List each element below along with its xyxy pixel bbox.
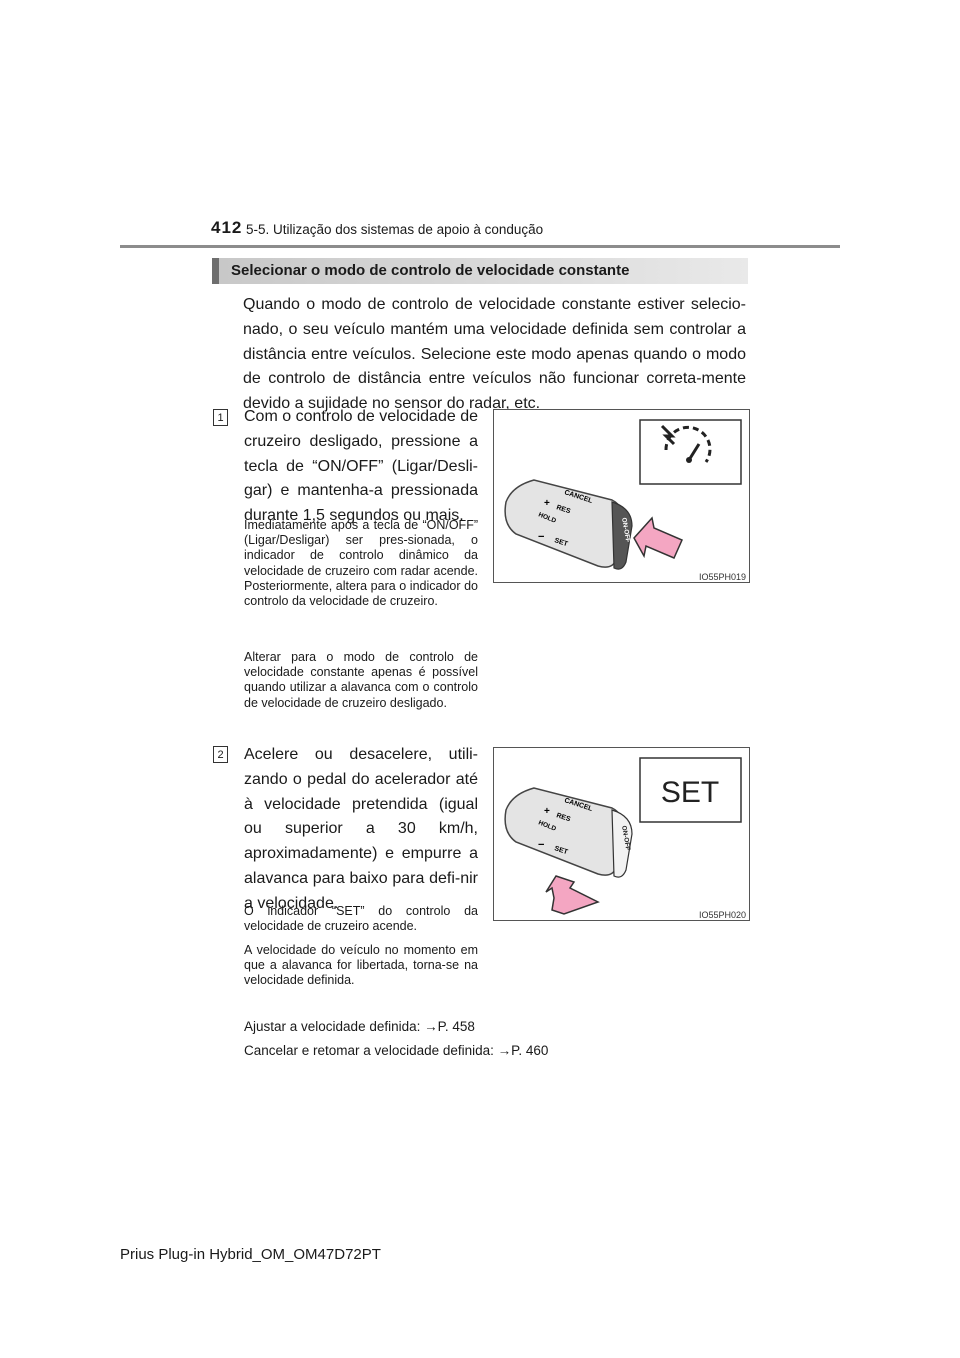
step-number-1: 1 (213, 409, 228, 426)
lever-illustration-1: CANCEL + RES HOLD − SET ON-OFF (504, 419, 742, 570)
step-number-2: 2 (213, 746, 228, 763)
footer-document-id: Prius Plug-in Hybrid_OM_OM47D72PT (120, 1246, 381, 1263)
step-2-note-2: A velocidade do veículo no momento em qu… (244, 943, 478, 988)
push-down-arrow-icon (545, 875, 600, 915)
lever-stalk (504, 479, 633, 570)
set-label: SET (553, 537, 569, 548)
figure-step-2: SET CANCEL + RES HOLD − SET ON-OFF IO55P… (493, 747, 750, 921)
res-label: RES (555, 504, 571, 515)
onoff-label: ON-OFF (620, 517, 631, 543)
lever-illustration-2: SET CANCEL + RES HOLD − SET ON-OFF (504, 757, 742, 915)
press-arrow-icon (633, 516, 683, 559)
section-header: Selecionar o modo de controlo de velocid… (212, 258, 748, 284)
speedometer-icon (660, 424, 712, 463)
figure-step-1: CANCEL + RES HOLD − SET ON-OFF IO55PH019 (493, 409, 750, 583)
intro-paragraph: Quando o modo de controlo de velocidade … (243, 296, 746, 413)
onoff-label: ON-OFF (620, 825, 631, 851)
header-rule (120, 245, 840, 248)
step-2-note-1: O indicador “SET” do controlo da velocid… (244, 904, 478, 934)
set-indicator-text: SET (661, 776, 719, 809)
plus-label: + (544, 498, 550, 509)
step-1-note-1: Imediatamente após a tecla de “ON/OFF” (… (244, 518, 478, 609)
section-title: Selecionar o modo de controlo de velocid… (231, 262, 630, 279)
crossref-cancel-resume[interactable]: Cancelar e retomar a velocidade definida… (244, 1043, 549, 1058)
indicator-panel (639, 419, 742, 485)
step-1-text: Com o controlo de velocidade de cruzeiro… (244, 408, 478, 525)
crossref-adjust[interactable]: Ajustar a velocidade definida: →P. 458 (244, 1019, 475, 1034)
chapter-title: 5-5. Utilização dos sistemas de apoio à … (246, 222, 544, 237)
figure-code-2: IO55PH020 (699, 910, 747, 920)
lever-stalk (504, 787, 633, 878)
step-1-note-2: Alterar para o modo de controlo de veloc… (244, 650, 478, 710)
figure-code-1: IO55PH019 (699, 572, 747, 582)
step-2-text: Acelere ou desacelere, utili-zando o ped… (244, 746, 478, 912)
minus-label: − (538, 839, 544, 851)
plus-label: + (544, 806, 550, 817)
minus-label: − (538, 531, 544, 543)
set-indicator-panel (639, 757, 742, 823)
set-label: SET (553, 845, 569, 856)
res-label: RES (555, 812, 571, 823)
page-number: 412 (211, 218, 243, 237)
